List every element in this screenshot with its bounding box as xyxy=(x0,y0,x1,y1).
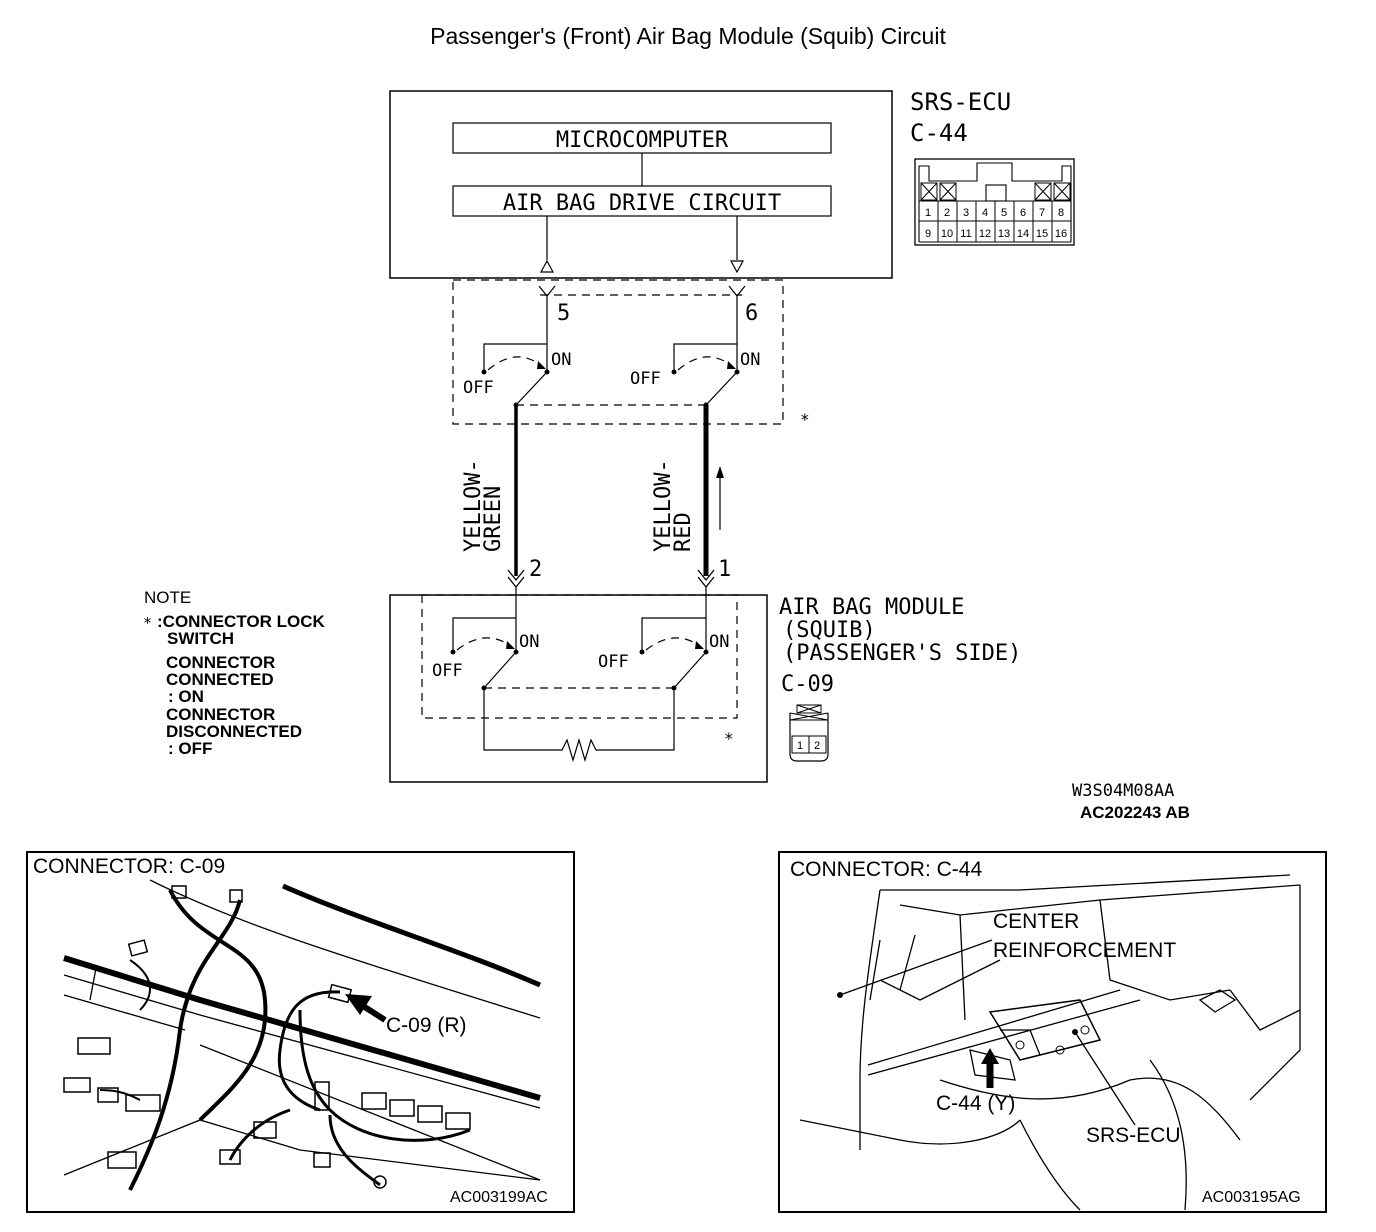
srs-ecu-label: SRS-ECU xyxy=(1086,1124,1181,1147)
pin-15: 15 xyxy=(1036,228,1048,240)
figure-code: AC202243 AB xyxy=(1080,803,1190,822)
note-line: : ON xyxy=(168,687,204,706)
note-line: CONNECTED xyxy=(166,670,274,689)
switch-off-label: OFF xyxy=(463,378,494,398)
pin-13: 13 xyxy=(998,228,1010,240)
c09-connector-face: 1 2 xyxy=(789,704,829,762)
ecu-connector-lock-switch: 5 6 ON OFF ON OFF * xyxy=(452,279,810,429)
pin-12: 12 xyxy=(979,228,991,240)
switch-off-label: OFF xyxy=(598,652,629,672)
module-name: AIR BAG MODULE xyxy=(779,595,964,620)
drive-circuit-box xyxy=(452,185,832,217)
air-bag-module-block: ON OFF ON OFF * xyxy=(389,594,768,783)
panel-title: CONNECTOR: C-09 xyxy=(33,855,225,878)
squib-resistor xyxy=(483,688,675,763)
switch-on-label: ON xyxy=(709,632,729,652)
c09-callout-label: C-09 (R) xyxy=(386,1014,467,1037)
c09-pin-2: 2 xyxy=(814,740,820,752)
note-line: :CONNECTOR LOCK xyxy=(157,612,326,631)
microcomputer-label: MICROCOMPUTER xyxy=(556,128,729,153)
srs-ecu-unit xyxy=(988,999,1102,1061)
ecu-connector-id: C-44 xyxy=(910,119,968,147)
wire-left-color-line1: YELLOW- xyxy=(461,459,486,552)
wire-right-color-line2: RED xyxy=(671,512,696,552)
note-block: NOTE * :CONNECTOR LOCK SWITCH CONNECTOR … xyxy=(143,588,326,758)
ecu-pin-6-label: 6 xyxy=(745,301,758,326)
pin-10: 10 xyxy=(941,228,953,240)
module-name-line2: (SQUIB) xyxy=(783,618,876,643)
drive-circuit-label: AIR BAG DRIVE CIRCUIT xyxy=(503,191,781,216)
center-label-line2: REINFORCEMENT xyxy=(993,939,1176,962)
output-triangle-down xyxy=(729,260,745,274)
module-pin-1-label: 1 xyxy=(718,557,731,582)
pin-1: 1 xyxy=(925,207,931,219)
pin-5: 5 xyxy=(1001,207,1007,219)
note-line: SWITCH xyxy=(167,629,234,648)
pin-4: 4 xyxy=(982,207,988,219)
note-line: CONNECTOR xyxy=(166,705,275,724)
c44-connector-face: 1 2 3 4 5 6 7 8 9 10 11 12 13 14 15 16 xyxy=(914,158,1075,246)
panel-title: CONNECTOR: C-44 xyxy=(790,858,982,881)
dashboard-illustration xyxy=(63,879,542,1191)
ecu-name: SRS-ECU xyxy=(910,88,1011,116)
pin-9: 9 xyxy=(925,228,931,240)
switch-off-label: OFF xyxy=(630,369,661,389)
pin-7: 7 xyxy=(1039,207,1045,219)
switch-off-label: OFF xyxy=(432,661,463,681)
pin-14: 14 xyxy=(1017,228,1029,240)
diagram-code: W3S04M08AA xyxy=(1072,781,1174,801)
panel-code: AC003199AC xyxy=(450,1189,548,1206)
pin-8: 8 xyxy=(1058,207,1064,219)
output-triangle-up xyxy=(539,259,555,273)
ecu-pin-5-label: 5 xyxy=(557,301,570,326)
lock-switch-marker: * xyxy=(800,410,810,429)
pin-6: 6 xyxy=(1020,207,1026,219)
pin-11: 11 xyxy=(960,228,971,240)
pin-3: 3 xyxy=(963,207,969,219)
switch-on-label: ON xyxy=(740,350,760,370)
module-pin-2-label: 2 xyxy=(529,557,542,582)
note-star: * xyxy=(143,614,152,632)
wire-right-color-line1: YELLOW- xyxy=(651,459,676,552)
diagram-title: Passenger's (Front) Air Bag Module (Squi… xyxy=(430,23,946,49)
note-line: CONNECTOR xyxy=(166,653,275,672)
connector-c44-panel: CONNECTOR: C-44 xyxy=(778,851,1327,1213)
note-line: : OFF xyxy=(168,739,212,758)
note-line: DISCONNECTED xyxy=(166,722,302,741)
c44-callout-label: C-44 (Y) xyxy=(936,1092,1015,1115)
connector-c09-panel: CONNECTOR: C-09 xyxy=(26,851,575,1213)
module-name-line3: (PASSENGER'S SIDE) xyxy=(783,641,1021,666)
wire-left-color-line2: GREEN xyxy=(481,486,506,552)
switch-on-label: ON xyxy=(551,350,571,370)
lock-switch-marker: * xyxy=(724,729,734,748)
center-console-illustration xyxy=(799,874,1301,1211)
switch-on-label: ON xyxy=(519,632,539,652)
center-label-line1: CENTER xyxy=(993,910,1079,933)
pin-16: 16 xyxy=(1055,228,1067,240)
srs-ecu-block: MICROCOMPUTER AIR BAG DRIVE CIRCUIT xyxy=(389,90,893,279)
panel-code: AC003195AG xyxy=(1202,1189,1301,1206)
c09-pin-1: 1 xyxy=(797,740,803,752)
pin-2: 2 xyxy=(944,207,950,219)
note-heading: NOTE xyxy=(144,588,191,607)
module-connector-id: C-09 xyxy=(781,672,834,697)
wire-harness: YELLOW- GREEN YELLOW- RED 2 1 xyxy=(461,405,731,652)
